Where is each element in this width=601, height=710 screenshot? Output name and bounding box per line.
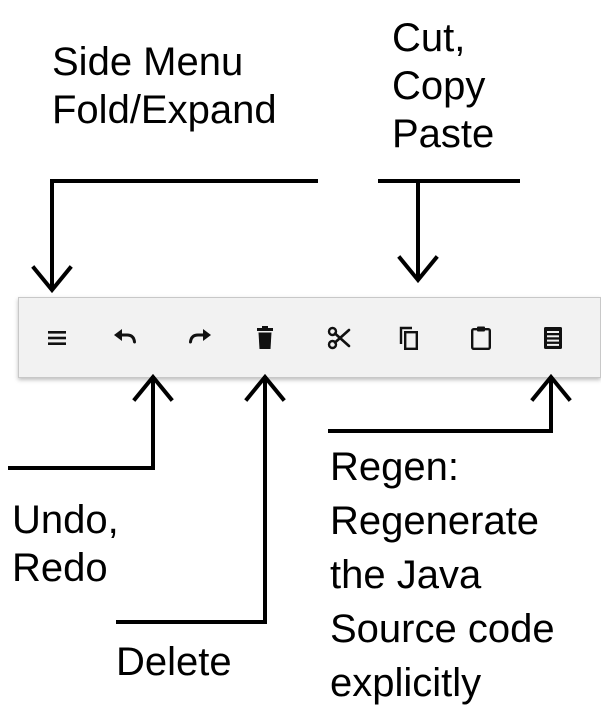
side-menu-arrowhead <box>31 265 73 294</box>
undo-icon <box>114 328 136 343</box>
cut-icon <box>327 326 351 349</box>
regen-label: Regen: Regenerate the Java Source code e… <box>330 440 555 710</box>
undo-redo-label: Undo, Redo <box>12 496 119 592</box>
side-menu-label-line2: Fold/Expand <box>52 88 277 132</box>
cut-label-line2: Copy <box>392 64 486 108</box>
undo-button[interactable] <box>103 298 147 377</box>
regen-label-line4: Source code <box>330 607 555 651</box>
cut-label-line1: Cut, <box>392 16 466 60</box>
side-menu-label: Side Menu Fold/Expand <box>52 38 277 134</box>
undo-label-line2: Redo <box>12 546 108 590</box>
copy-button[interactable] <box>387 298 431 377</box>
delete-label: Delete <box>116 640 232 684</box>
copy-arrowhead <box>397 255 439 284</box>
cut-button[interactable] <box>317 298 361 377</box>
menu-icon <box>48 330 66 345</box>
regen-arrowhead <box>530 373 572 402</box>
undo-label-line1: Undo, <box>12 498 119 542</box>
delete-callout-line <box>116 376 267 624</box>
paste-button[interactable] <box>459 298 503 377</box>
delete-arrowhead <box>244 373 286 402</box>
toolbar <box>18 297 601 378</box>
paste-icon <box>471 326 492 350</box>
regen-label-line2: Regenerate <box>330 499 540 543</box>
copy-icon <box>399 326 419 350</box>
undo-callout-line <box>8 376 155 470</box>
redo-button[interactable] <box>178 298 222 377</box>
cut-copy-paste-label: Cut, Copy Paste <box>392 14 494 158</box>
delete-icon <box>257 325 273 349</box>
regen-label-line5: explicitly <box>330 661 482 705</box>
regen-label-line1: Regen: <box>330 445 459 489</box>
regen-callout-line <box>328 376 553 433</box>
redo-icon <box>189 328 211 343</box>
side-menu-callout-line <box>50 179 318 290</box>
regen-icon <box>544 326 562 349</box>
regen-button[interactable] <box>531 298 575 377</box>
undo-arrowhead <box>132 373 174 402</box>
delete-button[interactable] <box>243 298 287 377</box>
side-menu-label-line1: Side Menu <box>52 40 244 84</box>
regen-label-line3: the Java <box>330 553 482 597</box>
cut-label-line3: Paste <box>392 112 495 156</box>
side-menu-button[interactable] <box>35 298 79 377</box>
